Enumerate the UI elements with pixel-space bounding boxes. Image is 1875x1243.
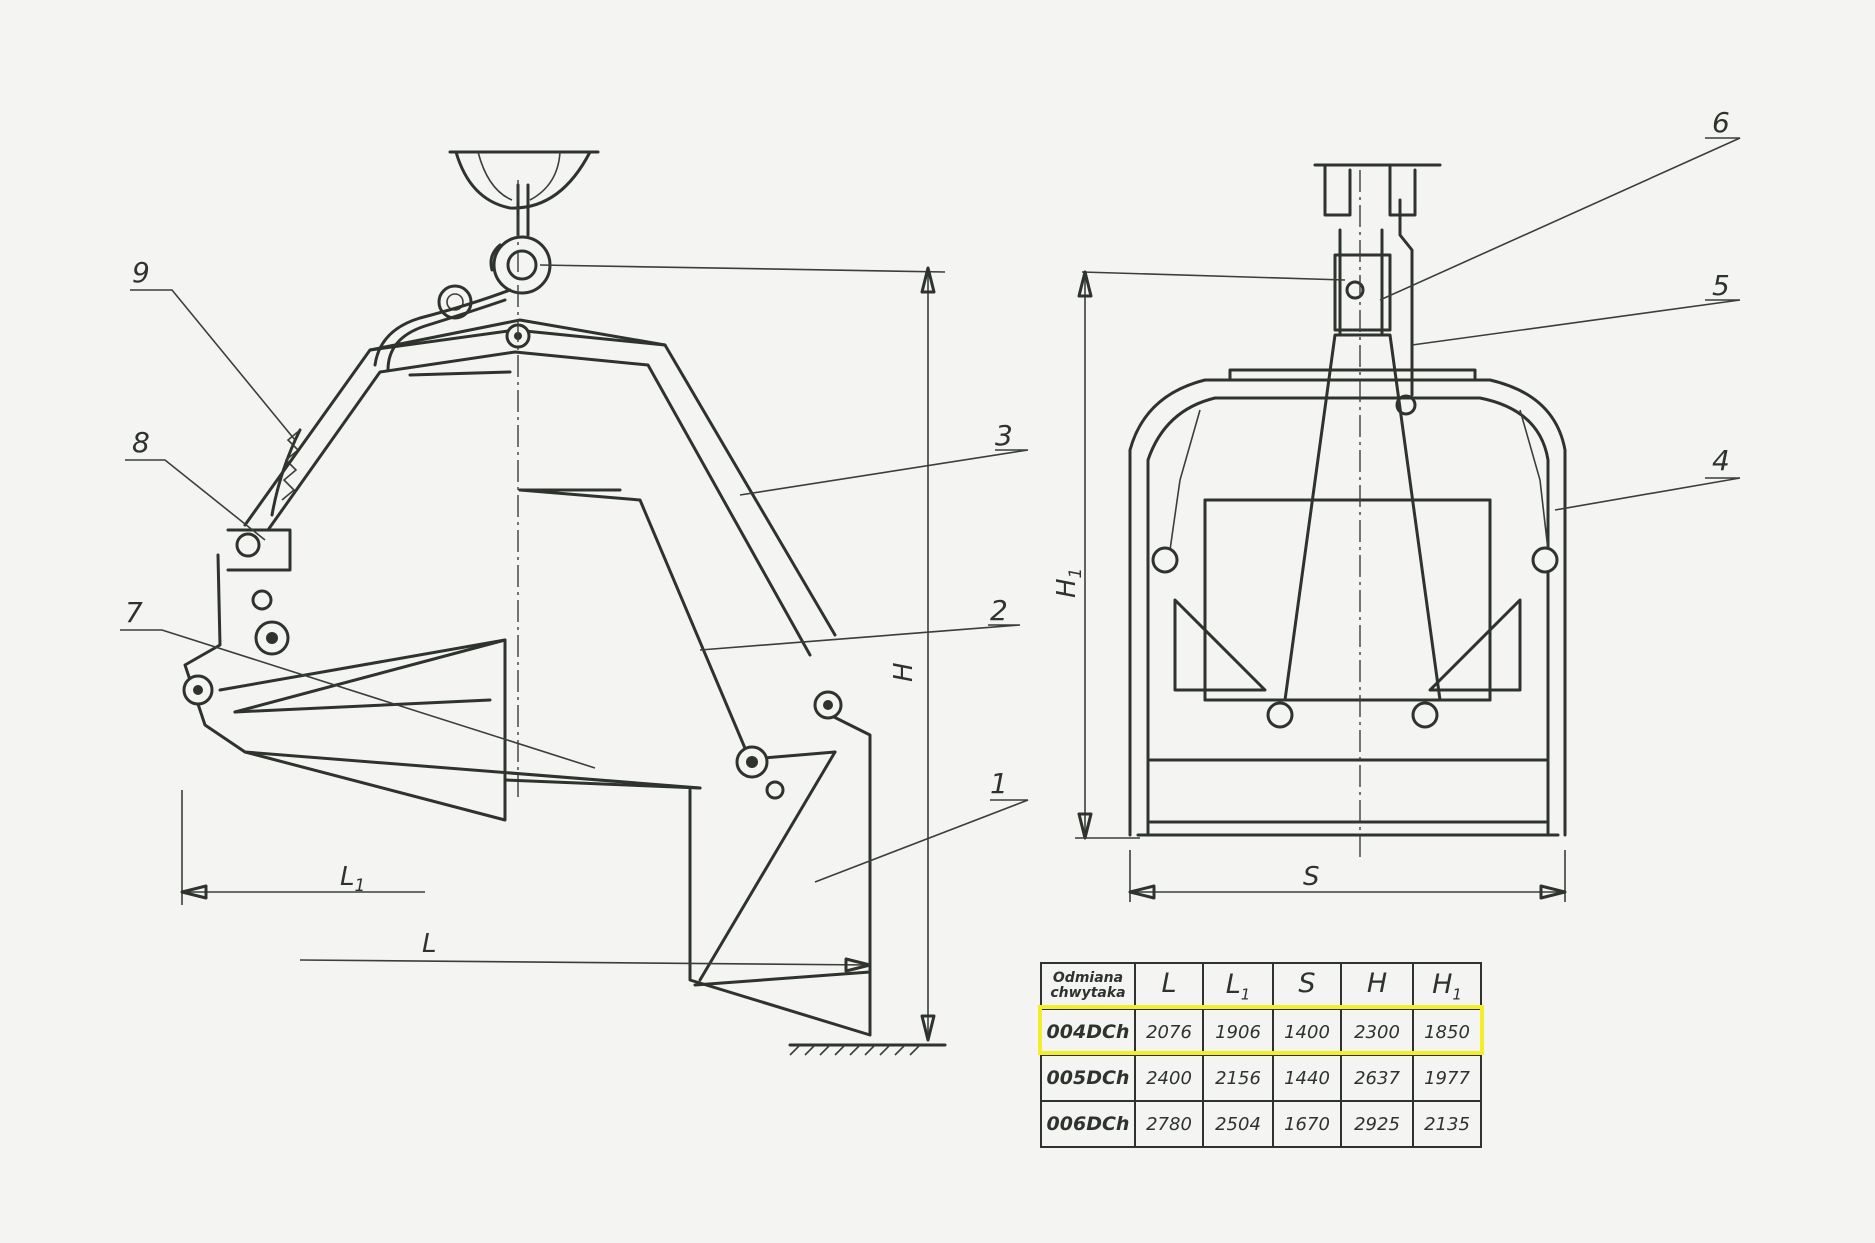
callout-4: 4 <box>1712 444 1730 477</box>
front-view <box>1075 137 1741 902</box>
variant-header-line1: Odmiana <box>1052 970 1124 986</box>
table-row: 004DCh 2076 1906 1400 2300 1850 <box>1040 1008 1482 1056</box>
value-cell-L1: 1906 <box>1202 1008 1274 1056</box>
variant-column-header: Odmiana chwytaka <box>1040 962 1136 1010</box>
callout-2: 2 <box>990 594 1008 627</box>
column-header-S: S <box>1272 962 1342 1010</box>
callout-leaders-side <box>120 289 1029 883</box>
side-view <box>120 150 1029 1056</box>
callout-leaders-front <box>1379 137 1741 511</box>
dim-label-S: S <box>1303 862 1320 892</box>
value-cell-H: 2300 <box>1340 1008 1414 1056</box>
value-cell-S: 1400 <box>1272 1008 1342 1056</box>
callout-5: 5 <box>1712 269 1730 302</box>
column-header-H1: H1 <box>1412 962 1482 1010</box>
col-H1-sub: 1 <box>1452 985 1462 1004</box>
callout-9: 9 <box>132 256 150 289</box>
callout-3: 3 <box>995 419 1013 452</box>
dim-S <box>1128 850 1567 902</box>
variant-cell: 006DCh <box>1040 1100 1136 1148</box>
col-S-main: S <box>1298 967 1316 999</box>
front-mast <box>1313 163 1442 416</box>
right-jaw <box>518 488 872 1037</box>
col-H-main: H <box>1366 967 1388 999</box>
value-cell-L: 2400 <box>1134 1054 1204 1102</box>
value-cell-S: 1670 <box>1272 1100 1342 1148</box>
value-cell-H: 2925 <box>1340 1100 1414 1148</box>
callout-8: 8 <box>132 426 150 459</box>
value-cell-L1: 2504 <box>1202 1100 1274 1148</box>
dim-label-H1: H1 <box>1052 568 1086 598</box>
dim-H1 <box>1075 270 1346 840</box>
callout-7: 7 <box>125 596 143 629</box>
table-row: 006DCh 2780 2504 1670 2925 2135 <box>1040 1100 1482 1148</box>
upper-frame <box>243 318 837 657</box>
col-L-main: L <box>1161 967 1177 999</box>
variant-cell: 005DCh <box>1040 1054 1136 1102</box>
dim-L <box>299 957 872 973</box>
dim-label-H: H <box>889 662 919 682</box>
front-bucket <box>1128 280 1567 837</box>
value-cell-H1: 2135 <box>1412 1100 1482 1148</box>
dimensions-table: Odmiana chwytaka L L1 S H H1 004DCh 2076… <box>1040 962 1482 1148</box>
value-cell-S: 1440 <box>1272 1054 1342 1102</box>
value-cell-L: 2076 <box>1134 1008 1204 1056</box>
variant-header-line2: chwytaka <box>1050 985 1126 1001</box>
dim-L1 <box>180 790 425 905</box>
col-L1-main: L <box>1225 968 1241 1000</box>
dim-label-L1: L1 <box>340 862 365 896</box>
column-header-L1: L1 <box>1202 962 1274 1010</box>
column-header-L: L <box>1134 962 1204 1010</box>
dim-label-L: L <box>422 929 437 959</box>
hydraulic-hose <box>270 288 512 517</box>
col-L1-sub: 1 <box>1240 985 1251 1004</box>
callout-1: 1 <box>990 767 1008 800</box>
table-row: 005DCh 2400 2156 1440 2637 1977 <box>1040 1054 1482 1102</box>
callout-6: 6 <box>1712 106 1730 139</box>
left-jaw <box>182 528 702 822</box>
table-header-row: Odmiana chwytaka L L1 S H H1 <box>1040 962 1482 1010</box>
column-header-H: H <box>1340 962 1414 1010</box>
value-cell-H1: 1977 <box>1412 1054 1482 1102</box>
col-H1-main: H <box>1432 968 1453 1000</box>
value-cell-L1: 2156 <box>1202 1054 1274 1102</box>
dim-H <box>539 264 946 1042</box>
value-cell-H: 2637 <box>1340 1054 1414 1102</box>
value-cell-H1: 1850 <box>1412 1008 1482 1056</box>
value-cell-L: 2780 <box>1134 1100 1204 1148</box>
variant-cell: 004DCh <box>1040 1008 1136 1056</box>
ground-line <box>788 1043 947 1056</box>
